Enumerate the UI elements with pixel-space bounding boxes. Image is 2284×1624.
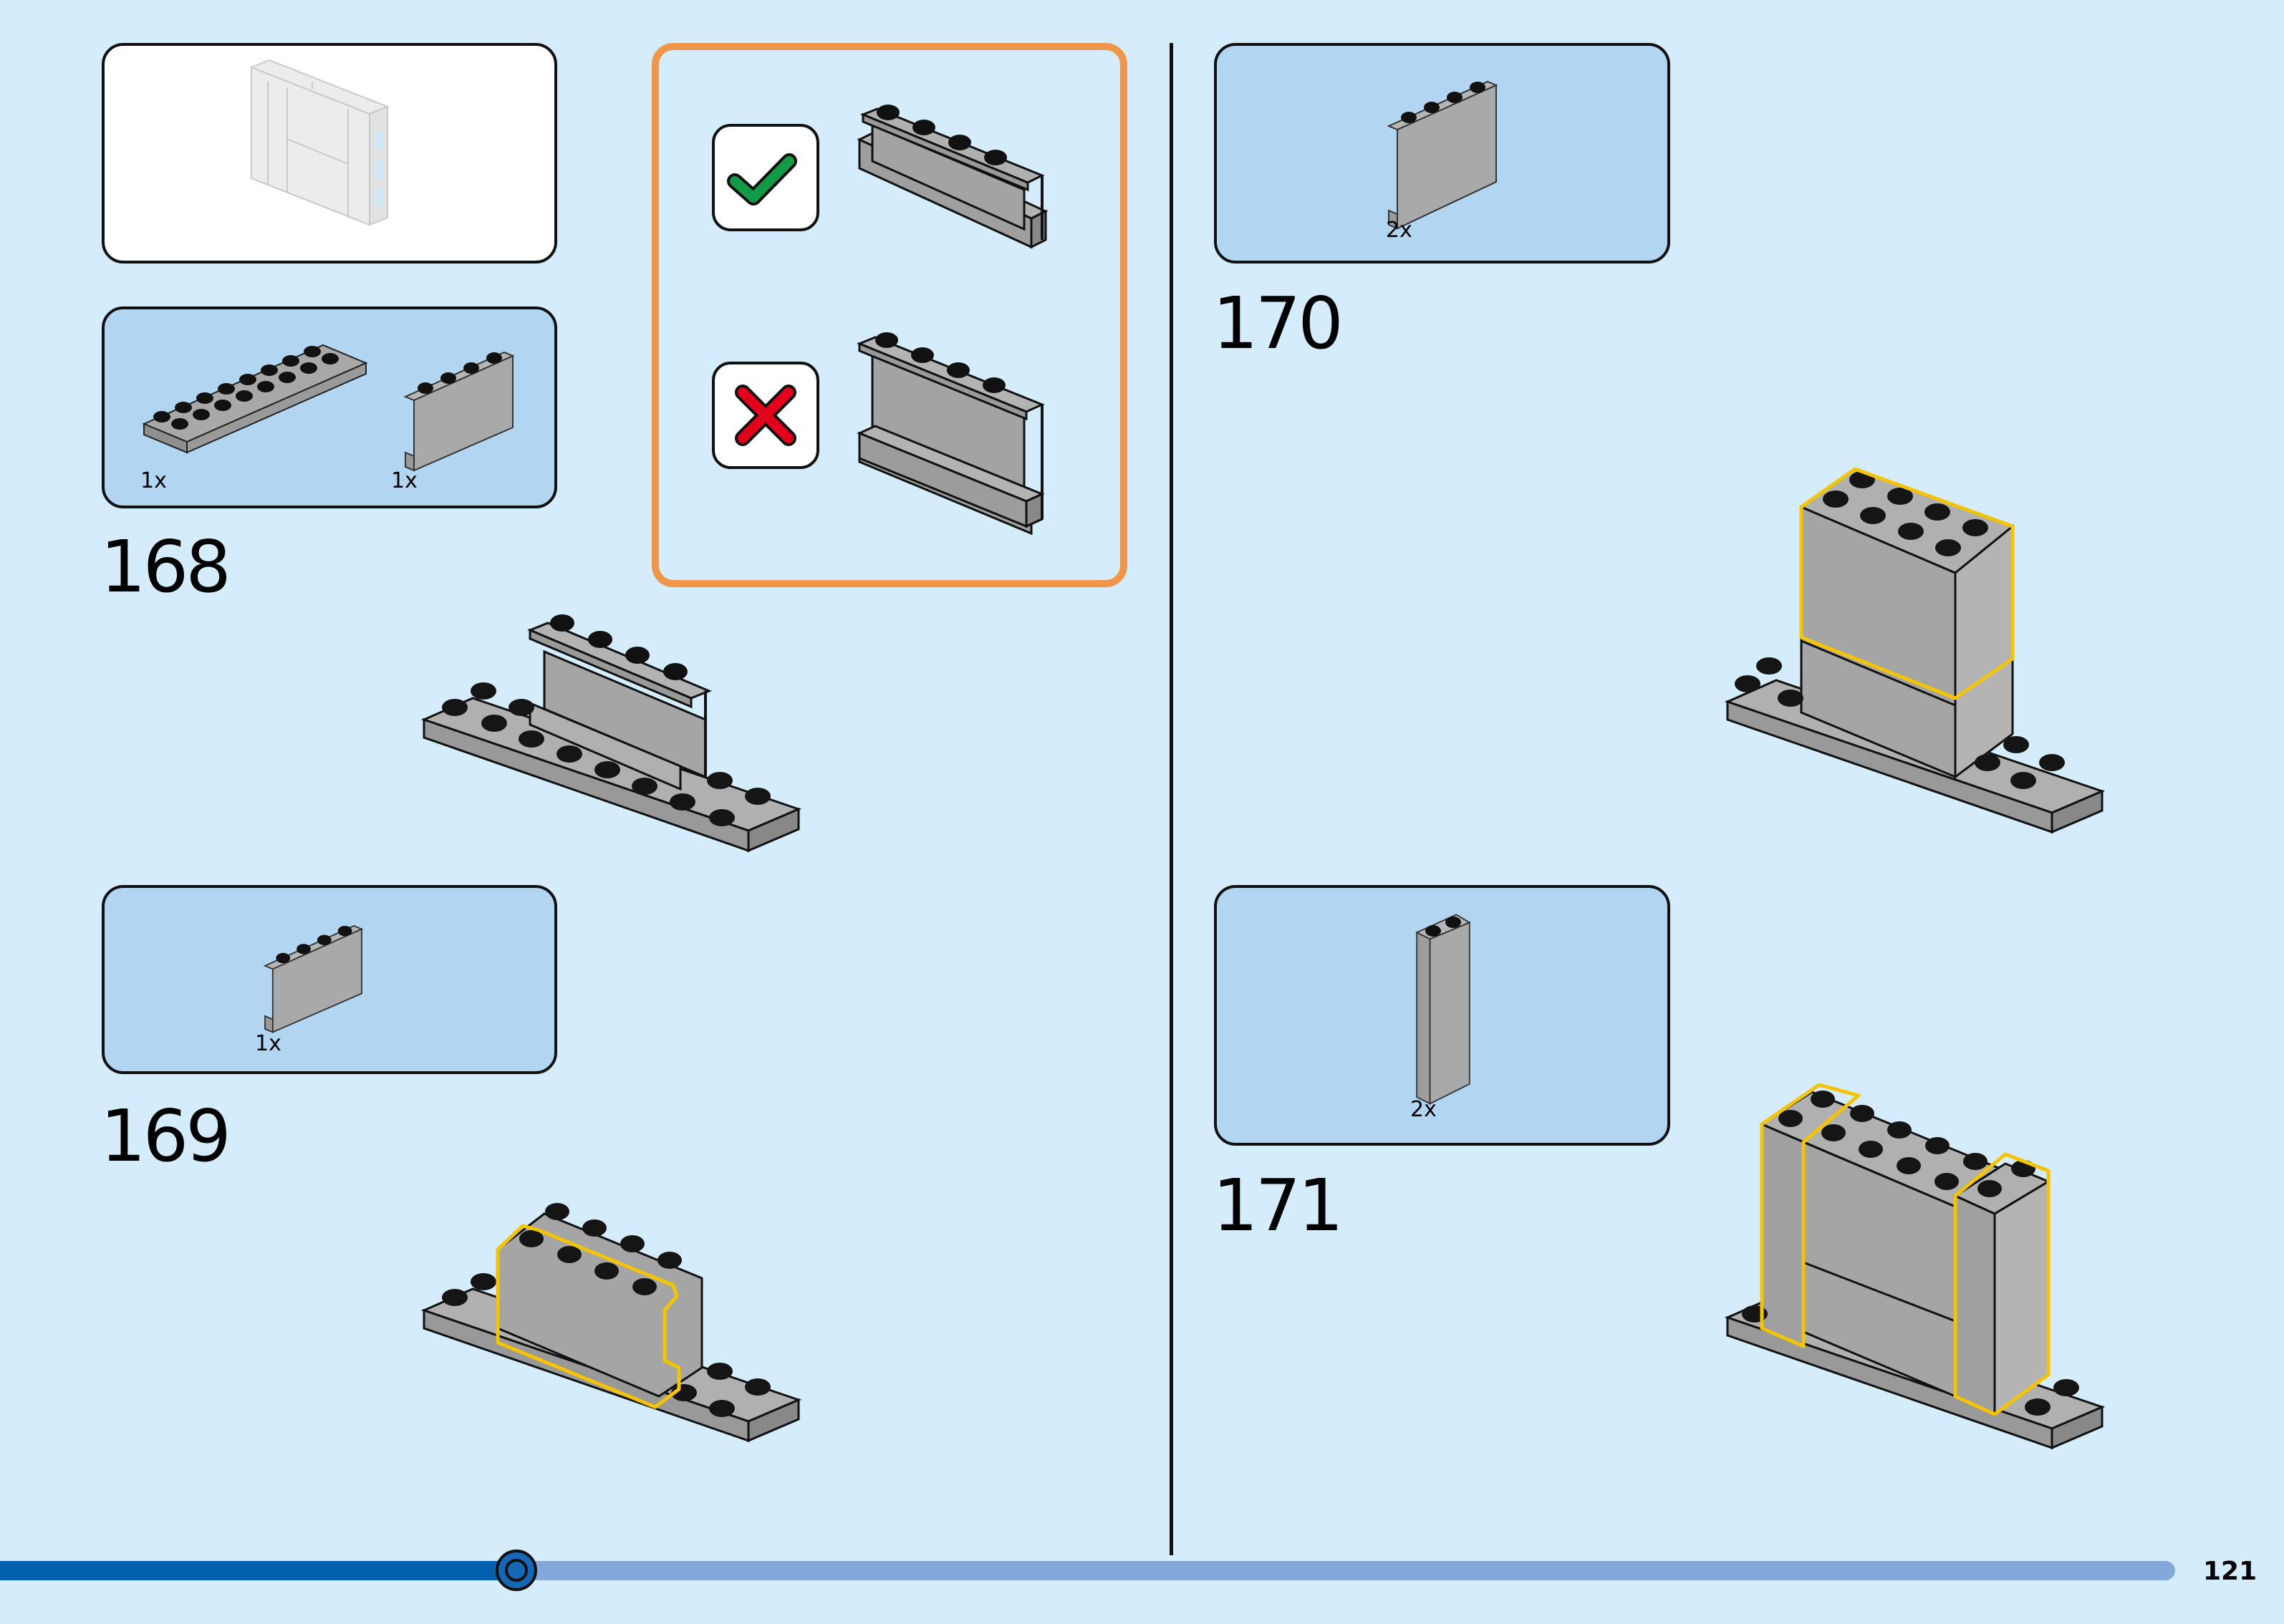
preview-panel (102, 43, 557, 264)
correct-badge (712, 124, 819, 231)
step-171-model (1724, 1083, 2106, 1450)
page-divider (1170, 43, 1173, 1555)
step-number-169: 169 (100, 1094, 231, 1178)
panel-1x4x3-icon (1387, 80, 1498, 230)
check-icon (727, 153, 797, 206)
panel-1x4x2-icon (263, 925, 364, 1033)
progress-fill (0, 1561, 516, 1580)
part-quantity: 1x (391, 468, 418, 493)
orientation-callout (652, 43, 1127, 587)
page-number: 121 (2203, 1557, 2258, 1586)
step-168-model (420, 614, 802, 853)
correct-orientation-panel (857, 105, 1049, 249)
part-quantity: 1x (140, 468, 167, 493)
part-quantity: 1x (255, 1031, 281, 1056)
part-quantity: 2x (1386, 218, 1412, 243)
step-number-168: 168 (100, 525, 231, 609)
incorrect-orientation-panel (857, 332, 1045, 536)
cross-icon (735, 385, 796, 446)
preview-model-image (249, 59, 390, 226)
plate-2x8-icon (142, 344, 368, 454)
step-169-parts-panel: 1x (102, 885, 557, 1074)
brick-1x2x5-icon (1415, 914, 1471, 1105)
panel-1x4x2-icon (403, 351, 515, 472)
step-number-170: 170 (1213, 281, 1344, 365)
step-170-parts-panel: 2x (1214, 43, 1670, 264)
step-171-parts-panel: 2x (1214, 885, 1670, 1146)
progress-thumb (496, 1550, 537, 1591)
step-168-parts-panel: 1x 1x (102, 306, 557, 508)
step-170-model (1724, 467, 2106, 834)
step-number-171: 171 (1213, 1164, 1344, 1247)
incorrect-badge (712, 362, 819, 469)
step-169-model (420, 1203, 802, 1443)
part-quantity: 2x (1410, 1097, 1437, 1122)
